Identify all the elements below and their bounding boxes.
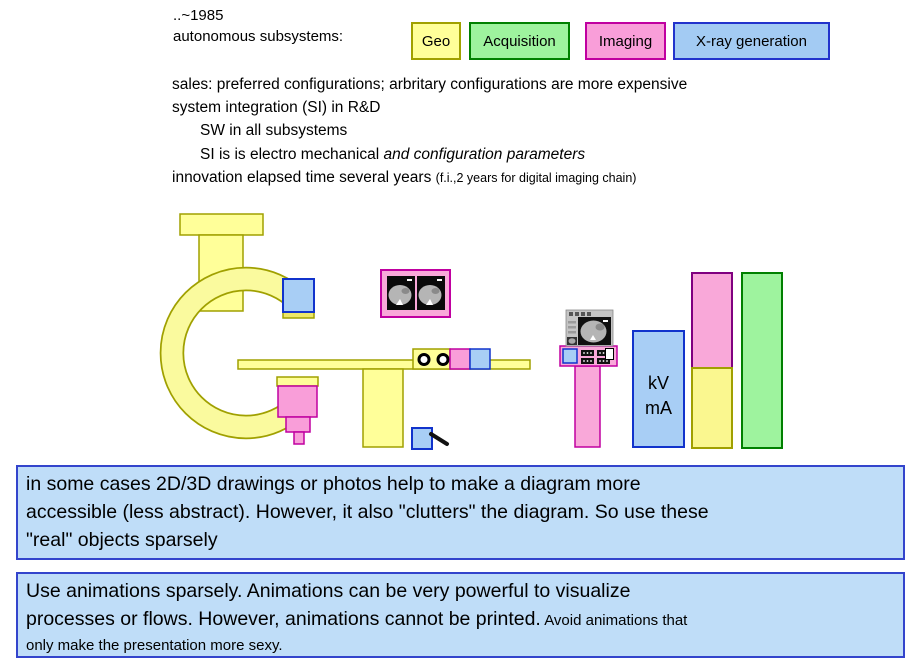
notes-line-sales: sales: preferred configurations; arbrita…	[172, 76, 688, 93]
notes-line-si: system integration (SI) in R&D	[172, 99, 381, 117]
legend-xray-generation: X-ray generation	[673, 22, 830, 60]
legend-xray-generation-label: X-ray generation	[696, 32, 807, 50]
cable-icon	[429, 432, 449, 446]
console-blue-key	[562, 348, 578, 364]
callout-animations-line1: Use animations sparsely. Animations can …	[26, 580, 631, 602]
ma-label: mA	[645, 398, 672, 418]
console-keypads	[581, 350, 610, 364]
notes-block: sales: preferred configurations; arbrita…	[172, 73, 687, 190]
notes-line-electro: SI is is electro mechanical and configur…	[172, 143, 687, 166]
console-monitor	[565, 309, 614, 347]
table-module	[412, 348, 491, 370]
legend-acquisition: Acquisition	[469, 22, 570, 60]
callout-drawings: in some cases 2D/3D drawings or photos h…	[16, 465, 905, 560]
pink-yellow-bar	[691, 272, 733, 449]
notes-line-innovation-small: (f.i.,2 years for digital imaging chain)	[435, 170, 637, 185]
callout-drawings-line2: accessible (less abstract). However, it …	[26, 501, 709, 523]
subsystems-label: autonomous subsystems:	[173, 28, 344, 45]
callout-animations-line2: processes or flows. However, animations …	[26, 605, 895, 635]
notes-line-sw: SW in all subsystems	[200, 122, 348, 140]
table-pedestal	[362, 368, 404, 448]
bar-imaging-segment	[691, 272, 733, 369]
document-icon	[605, 348, 614, 360]
dual-monitor	[380, 269, 451, 318]
monitor-screen-right	[417, 276, 445, 310]
legend-geo-label: Geo	[421, 32, 451, 50]
callout-drawings-line1: in some cases 2D/3D drawings or photos h…	[26, 473, 641, 495]
bar-geo-segment	[691, 367, 733, 449]
notes-line-electro-normal: SI is is electro mechanical	[200, 145, 384, 163]
legend-imaging: Imaging	[585, 22, 666, 60]
knob-icon	[417, 353, 431, 366]
console-screen	[578, 317, 611, 345]
monitor-screen-left	[387, 276, 415, 310]
tube-collar	[276, 376, 319, 387]
detector-box	[282, 278, 315, 313]
tube-housing	[277, 385, 318, 418]
xray-tube-assembly	[276, 376, 319, 445]
notes-line-electro-italic: and configuration parameters	[383, 145, 586, 163]
kv-label: kV	[648, 373, 669, 393]
console-pedestal	[574, 365, 601, 448]
legend-acquisition-label: Acquisition	[483, 32, 556, 50]
c-arm-arc	[159, 266, 307, 440]
kv-ma-generator-box: kV mA	[632, 330, 685, 448]
knob-icon	[436, 353, 450, 366]
tube-stem	[293, 431, 305, 445]
operator-console	[559, 309, 618, 448]
notes-line-innovation: innovation elapsed time several years (f…	[172, 166, 687, 190]
green-bar	[741, 272, 783, 449]
hand-switch	[411, 427, 449, 450]
module-imaging-box	[449, 348, 471, 370]
hand-switch-box	[411, 427, 433, 450]
callout-animations: Use animations sparsely. Animations can …	[16, 572, 905, 658]
detector-assembly	[282, 278, 315, 319]
era-label: ..~1985	[173, 7, 224, 24]
notes-line-innovation-normal: innovation elapsed time several years	[172, 168, 436, 186]
tube-collimator	[285, 416, 311, 433]
callout-animations-line2-large: processes or flows. However, animations …	[26, 608, 541, 630]
callout-animations-line2-small: Avoid animations that	[540, 612, 688, 629]
patient-table	[237, 359, 531, 448]
callout-drawings-line3: "real" objects sparsely	[26, 529, 218, 551]
callout-animations-line3: only make the presentation more sexy.	[26, 637, 283, 654]
legend-imaging-label: Imaging	[598, 32, 653, 50]
ceiling-mount	[179, 213, 264, 236]
legend-geo: Geo	[411, 22, 461, 60]
module-xray-box	[469, 348, 491, 370]
